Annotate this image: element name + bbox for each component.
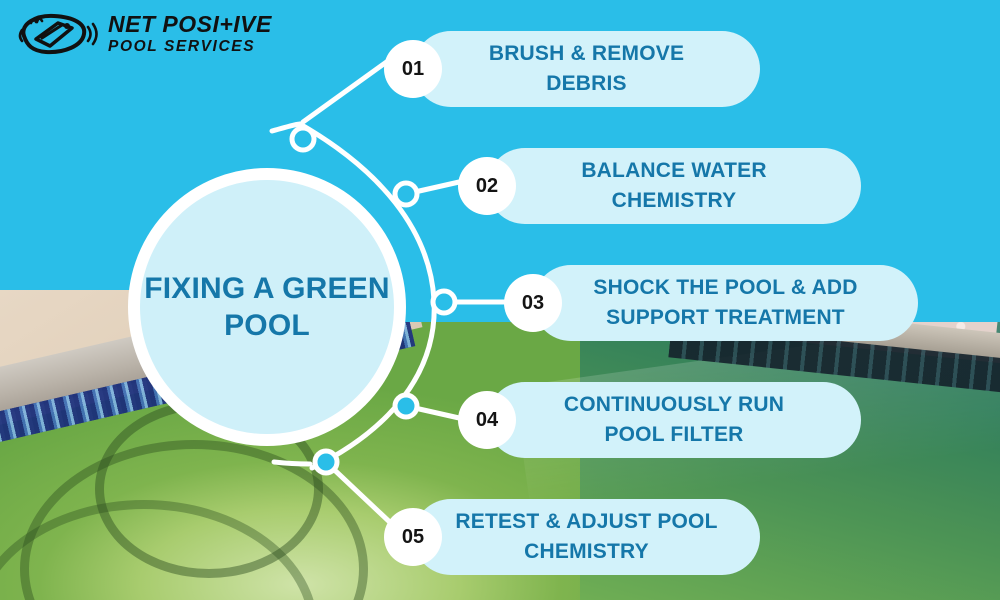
step-label-5: RETEST & ADJUST POOL CHEMISTRY (455, 510, 718, 563)
connector-tail-bottom (271, 459, 313, 467)
pool-float-icon (18, 13, 98, 55)
step-pill-3[interactable]: SHOCK THE POOL & ADD SUPPORT TREATMENT (533, 265, 918, 341)
brand-name-line2: POOL SERVICES (108, 38, 256, 56)
brand-name: NET POSI+IVE POOL SERVICES (108, 13, 272, 55)
brand-logo[interactable]: NET POSI+IVE POOL SERVICES (14, 8, 272, 60)
step-label-2: BALANCE WATER CHEMISTRY (581, 159, 767, 212)
connector-spoke-5 (323, 459, 399, 531)
page-title: FIXING A GREEN POOL (144, 271, 390, 343)
step-pill-2[interactable]: BALANCE WATER CHEMISTRY (487, 148, 861, 224)
brand-name-line1: NET POSI+IVE (108, 11, 272, 38)
connector-node-3 (430, 288, 458, 316)
step-item-1[interactable]: BRUSH & REMOVE DEBRIS 01 (384, 31, 760, 107)
step-number-badge-5: 05 (384, 508, 442, 566)
step-pill-4[interactable]: CONTINUOUSLY RUN POOL FILTER (487, 382, 861, 458)
connector-node-5 (312, 448, 340, 476)
center-topic-circle: FIXING A GREEN POOL (128, 168, 406, 446)
step-item-2[interactable]: BALANCE WATER CHEMISTRY 02 (458, 148, 861, 224)
step-number-badge-2: 02 (458, 157, 516, 215)
step-item-4[interactable]: CONTINUOUSLY RUN POOL FILTER 04 (458, 382, 861, 458)
connector-tail-top (269, 121, 305, 134)
step-number-badge-4: 04 (458, 391, 516, 449)
step-item-5[interactable]: RETEST & ADJUST POOL CHEMISTRY 05 (384, 499, 760, 575)
step-label-1: BRUSH & REMOVE DEBRIS (488, 42, 685, 95)
connector-spoke-1 (300, 55, 395, 125)
connector-node-1 (289, 125, 317, 153)
step-number-badge-1: 01 (384, 40, 442, 98)
step-pill-1[interactable]: BRUSH & REMOVE DEBRIS (413, 31, 760, 107)
step-label-4: CONTINUOUSLY RUN POOL FILTER (563, 393, 785, 446)
connector-node-2 (392, 180, 420, 208)
step-item-3[interactable]: SHOCK THE POOL & ADD SUPPORT TREATMENT 0… (504, 265, 918, 341)
step-number-badge-3: 03 (504, 274, 562, 332)
connector-node-4 (392, 392, 420, 420)
step-label-3: SHOCK THE POOL & ADD SUPPORT TREATMENT (593, 276, 858, 329)
step-pill-5[interactable]: RETEST & ADJUST POOL CHEMISTRY (413, 499, 760, 575)
